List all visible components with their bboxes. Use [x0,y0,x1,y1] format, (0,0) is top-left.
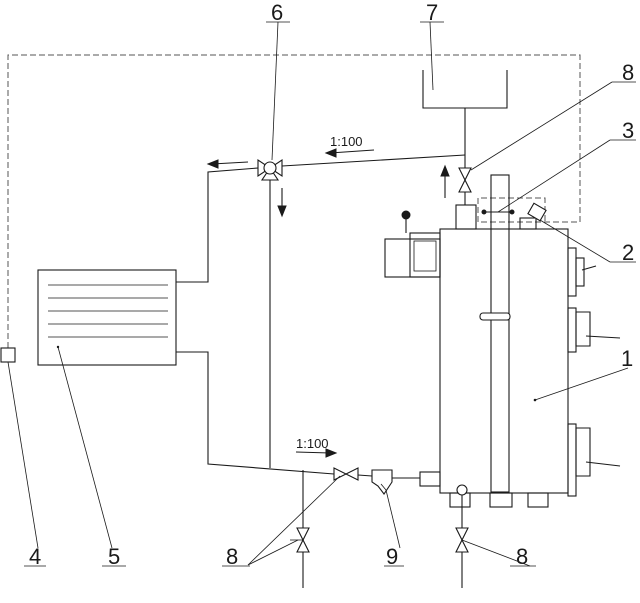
label-5: 5 [108,544,120,569]
label-8-top: 8 [622,60,634,85]
supply-pipe [176,148,466,283]
filter[interactable] [371,469,404,567]
room-sensor [0,347,46,567]
supply-slope: 1:100 [330,134,363,149]
control-line [7,54,581,348]
label-4: 4 [29,544,41,569]
return-valve[interactable] [333,467,359,481]
return-slope: 1:100 [296,436,329,451]
boiler [384,174,629,588]
label-3: 3 [622,118,634,143]
three-way-valve[interactable] [257,21,290,218]
label-8-leaders-left [222,475,341,567]
thermometer [481,139,636,215]
tank-valve[interactable] [458,81,636,193]
drain-valve-left[interactable] [290,527,310,553]
drain-valve-right[interactable] [455,527,536,567]
label-8-bottom-right: 8 [516,544,528,569]
label-6: 6 [271,0,283,25]
label-1: 1 [621,346,633,371]
boiler-sensor [527,202,636,263]
label-8-bottom-left: 8 [226,544,238,569]
label-9: 9 [386,544,398,569]
radiator [37,269,177,567]
label-7: 7 [426,0,438,25]
label-2: 2 [622,240,634,265]
